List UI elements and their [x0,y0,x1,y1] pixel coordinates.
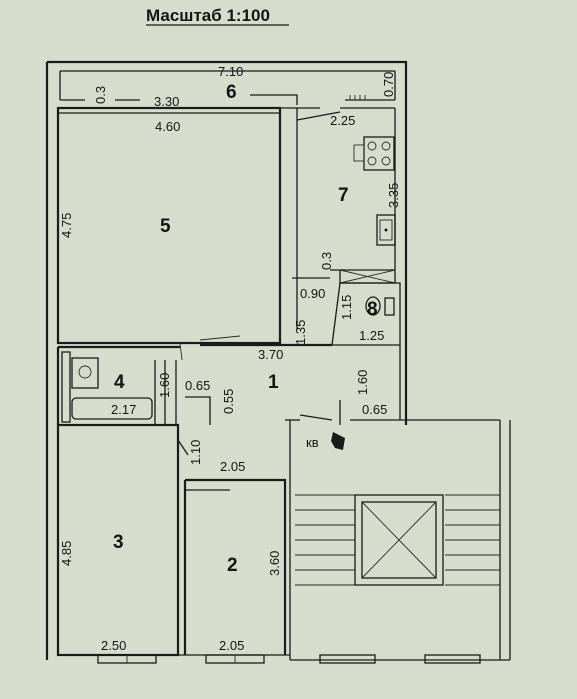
room-8-walls [331,269,401,346]
bathtub-icon [61,351,153,423]
room-7-label: 7 [338,185,349,206]
dim-1-60-left: 1.60 [157,373,172,398]
dim-3-35: 3.35 [386,183,401,208]
room-5-label: 5 [160,216,171,237]
dim-2-05-top: 2.05 [220,459,245,474]
dim-0-3-left: 0.3 [93,86,108,104]
dim-1-15: 1.15 [339,295,354,320]
dim-1-25: 1.25 [359,328,384,343]
room-4-label: 4 [114,372,125,393]
dim-4-75: 4.75 [59,213,74,238]
stove-icon [353,136,395,171]
dim-0-65-right: 0.65 [362,402,387,417]
dim-2-17: 2.17 [111,402,136,417]
dim-0-3-mid: 0.3 [319,252,334,270]
room-3-label: 3 [113,532,124,553]
dim-2-05-bottom: 2.05 [219,638,244,653]
stairwell-windows [319,654,481,664]
dim-0-65-left: 0.65 [185,378,210,393]
sink-icon [376,214,396,246]
dim-4-60: 4.60 [155,119,180,134]
room-6-label: 6 [226,82,237,103]
apartment-mark-icon [331,432,345,450]
scale-label: Масштаб 1:100 [146,6,270,25]
dim-1-35: 1.35 [293,320,308,345]
dim-3-30: 3.30 [154,94,179,109]
dim-3-60: 3.60 [267,551,282,576]
dim-1-10: 1.10 [188,440,203,465]
entry-label: кв [306,435,319,450]
dim-4-85: 4.85 [59,541,74,566]
room-2-label: 2 [227,555,238,576]
room-3-window [97,654,157,664]
room-1-label: 1 [268,372,279,393]
dim-1-60-right: 1.60 [355,370,370,395]
stairwell [289,420,511,661]
dim-balcony-length: 7.10 [218,64,243,79]
dim-0-55: 0.55 [221,389,236,414]
room-5-walls [56,106,298,361]
dim-3-70: 3.70 [258,347,283,362]
dim-balcony-width: 0.70 [381,72,396,97]
dim-2-25: 2.25 [330,113,355,128]
elevator-shaft-icon [354,494,444,586]
room-1-walls [58,343,500,425]
room-2-window [205,654,265,664]
room-8-label: 8 [367,299,378,320]
dim-0-90: 0.90 [300,286,325,301]
balcony-outline [45,60,408,660]
toilet-icon [365,296,395,316]
dim-2-50: 2.50 [101,638,126,653]
